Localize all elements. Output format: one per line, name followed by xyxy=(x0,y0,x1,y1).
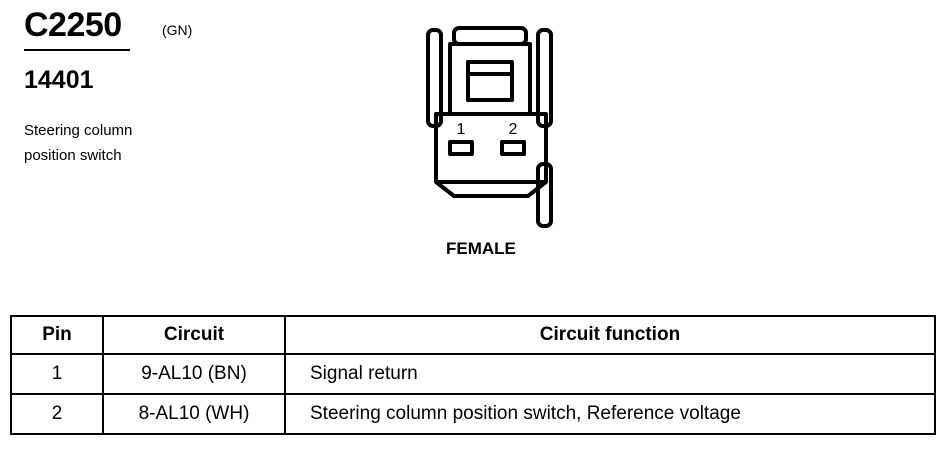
pin-cell: 2 xyxy=(10,393,104,435)
pinout-table: Pin Circuit Circuit function 1 9-AL10 (B… xyxy=(10,315,936,435)
circuit-cell: 9-AL10 (BN) xyxy=(102,353,286,395)
connector-gender-label: FEMALE xyxy=(446,239,516,258)
table-header-row: Pin Circuit Circuit function xyxy=(10,315,936,355)
table-row: 1 9-AL10 (BN) Signal return xyxy=(10,353,936,395)
component-description-line-1: Steering column xyxy=(24,122,133,139)
part-number: 14401 xyxy=(24,66,94,94)
latch-window xyxy=(466,60,514,102)
table-row: 2 8-AL10 (WH) Steering column position s… xyxy=(10,393,936,435)
left-lock-tab xyxy=(426,28,443,128)
cavity-label-2: 2 xyxy=(509,121,518,138)
cavity-label-1: 1 xyxy=(457,121,466,138)
header-pin: Pin xyxy=(10,315,104,355)
top-latch xyxy=(452,26,528,46)
connector-color-code: (GN) xyxy=(162,22,193,38)
header-circuit-function: Circuit function xyxy=(284,315,936,355)
circuit-function-cell: Signal return xyxy=(284,353,936,395)
connector-id-underline xyxy=(24,49,130,51)
connector-id: C2250 xyxy=(24,6,122,44)
upper-housing xyxy=(448,42,532,116)
component-description-line-2: position switch xyxy=(24,147,122,164)
circuit-cell: 8-AL10 (WH) xyxy=(102,393,286,435)
circuit-function-cell: Steering column position switch, Referen… xyxy=(284,393,936,435)
pin-cell: 1 xyxy=(10,353,104,395)
cavity-2 xyxy=(500,140,526,156)
right-lock-tab xyxy=(536,28,553,128)
cavity-1 xyxy=(448,140,474,156)
side-key xyxy=(536,162,553,228)
connector-face-drawing: 1 2 xyxy=(426,26,553,228)
header-circuit: Circuit xyxy=(102,315,286,355)
